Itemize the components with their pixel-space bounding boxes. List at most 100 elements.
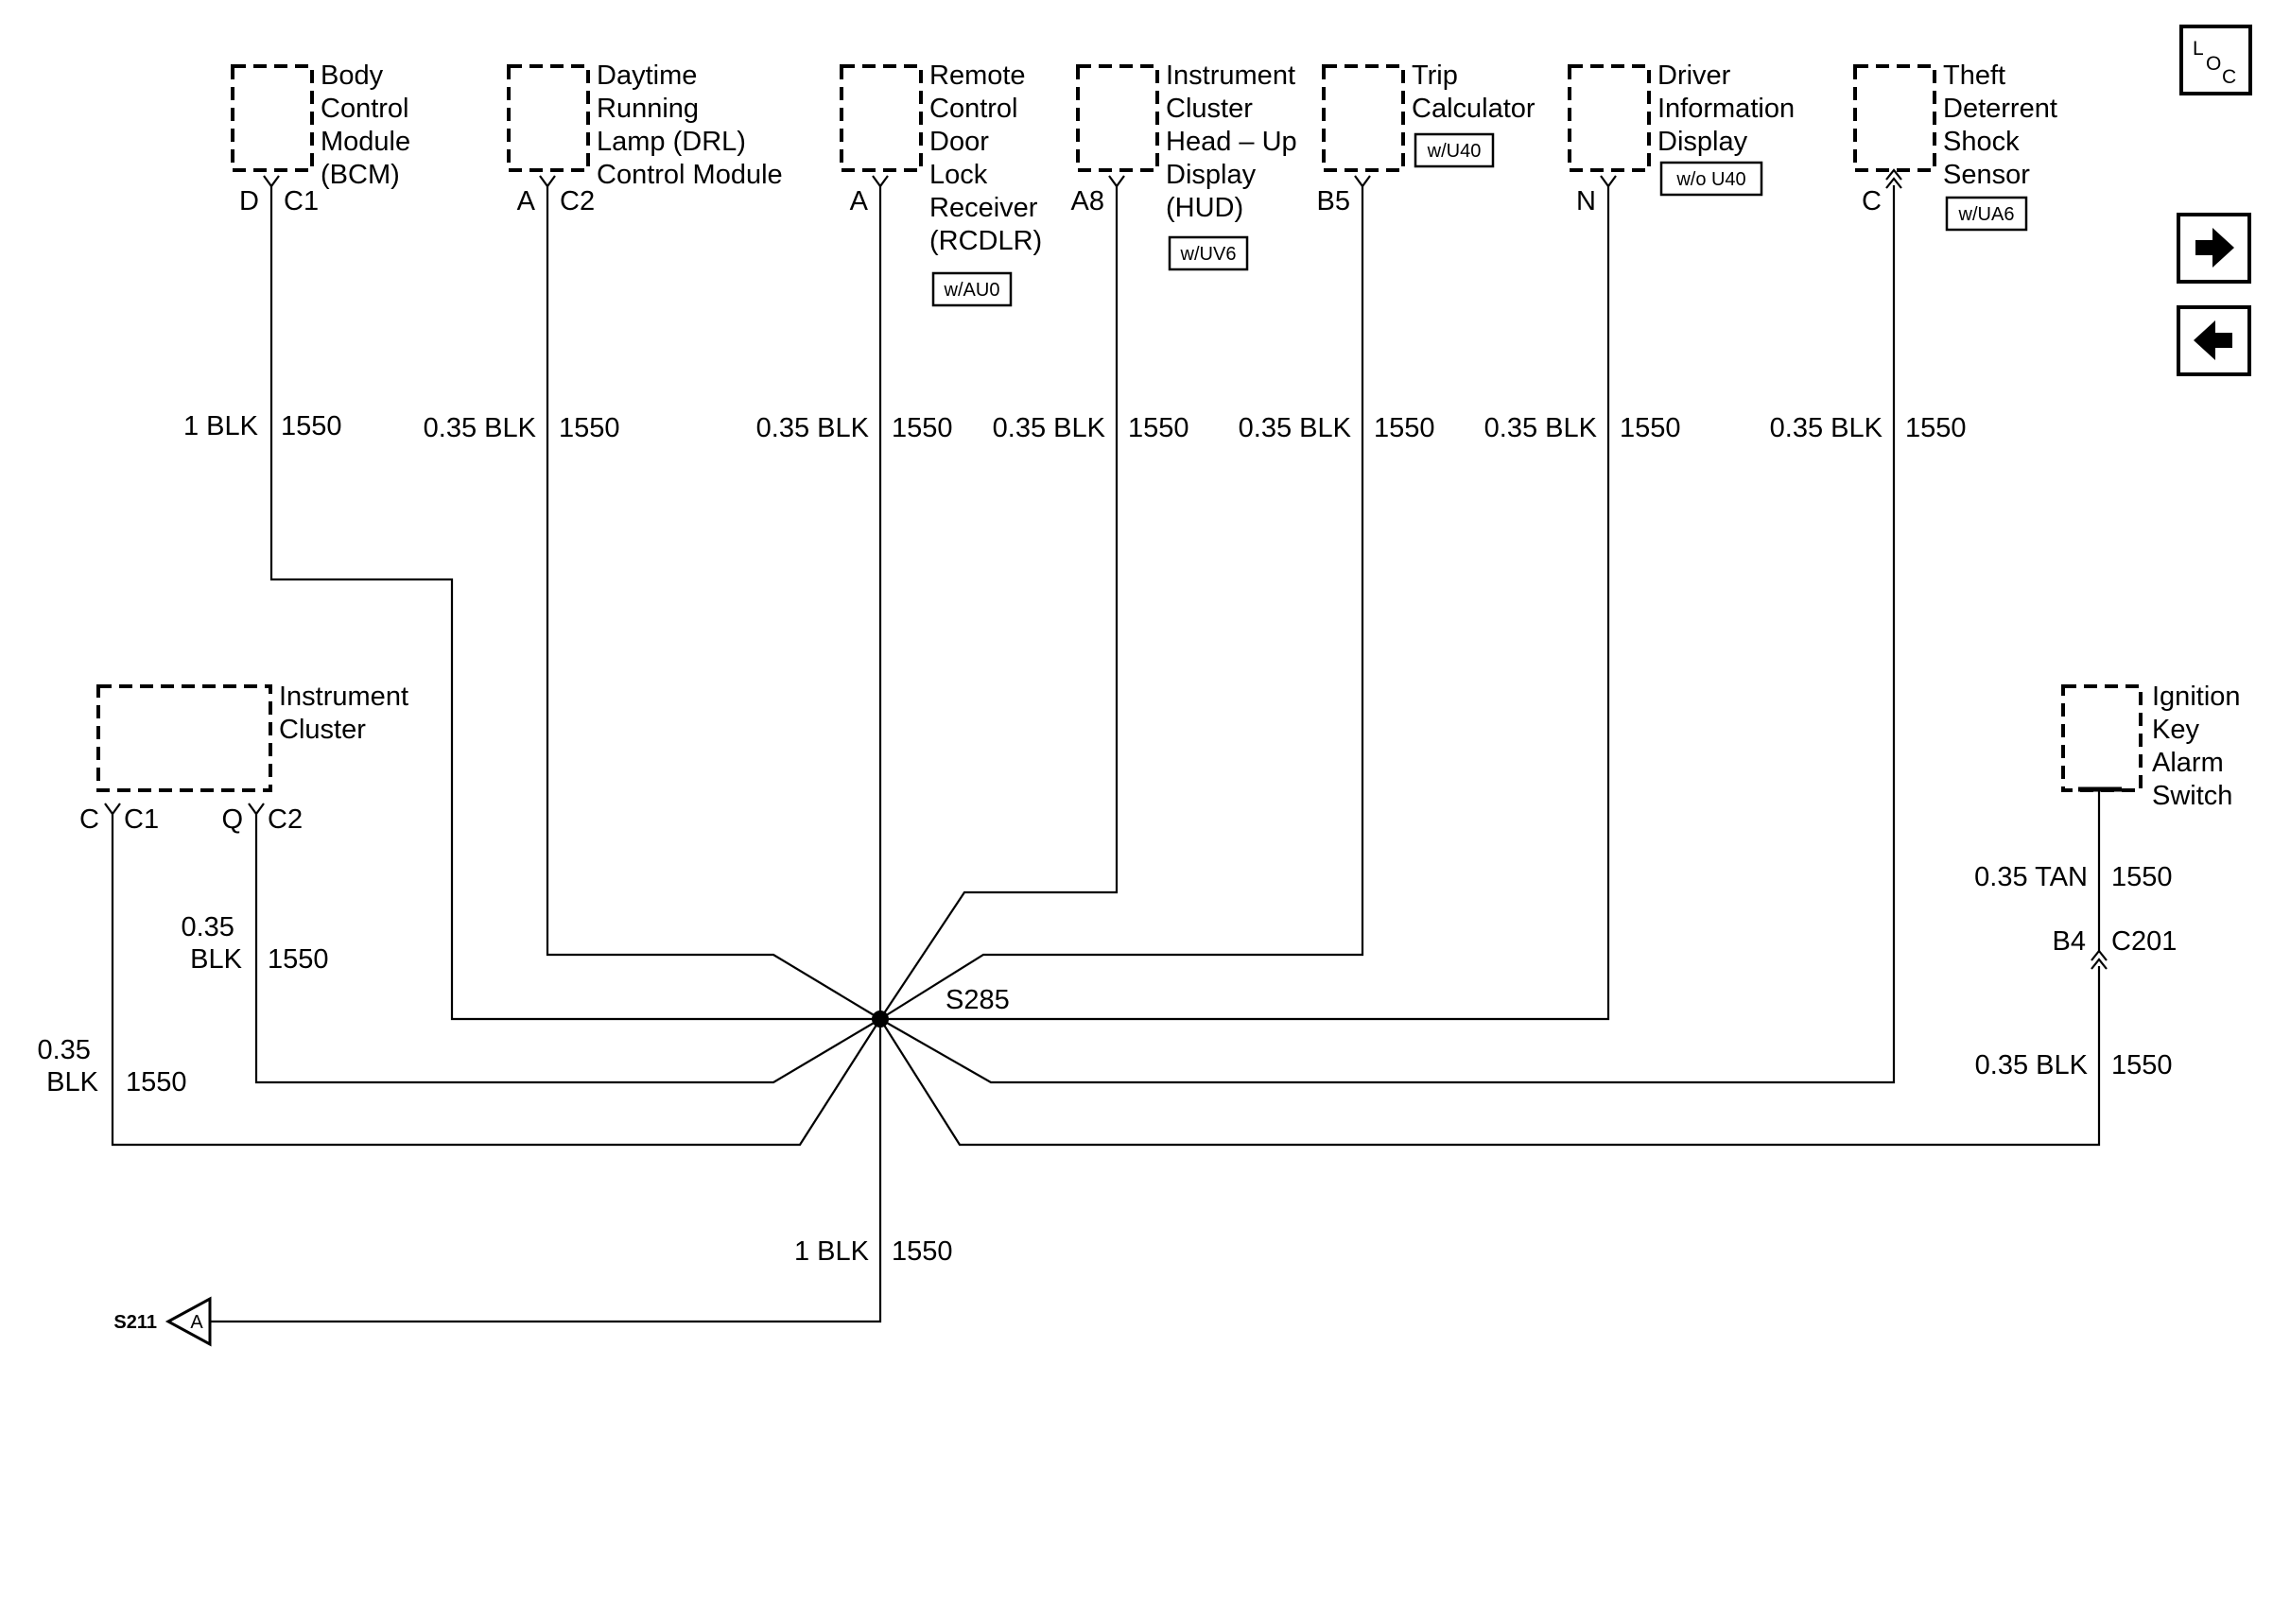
wire-theft-circuit: 1550 [1905,413,1967,443]
cluster-c2-pin: Q [221,804,243,835]
option-tags: w/AU0 w/UV6 w/U40 w/o U40 w/UA6 [931,132,2028,307]
offpage-label: S211 [113,1312,157,1333]
arrow-right-glyph [2195,228,2234,268]
rcdlr-pin-symbol [872,175,889,188]
hud-pin: A8 [1071,186,1104,216]
hud-box [1076,64,1159,172]
wire-dic-circuit: 1550 [1620,413,1681,443]
drl-connector: C2 [560,186,595,216]
wire-rcdlr-circuit: 1550 [892,413,953,443]
wire-trip [879,185,1364,1020]
cluster-c2-connector: C2 [268,804,303,835]
component-boxes [96,64,2143,792]
wire-ignition-upper-circuit: 1550 [2111,862,2173,892]
wire-dic [880,185,1610,1021]
pin-labels: D C1 A C2 A A8 B5 N C C C1 Q C2 B4 C201 [79,186,2177,957]
bcm-label: Body Control Module (BCM) [321,60,418,190]
wire-cluster-q-gauge: 0.35 BLK [181,912,242,975]
drl-pin-symbol [539,175,556,188]
drl-box [507,64,590,172]
trip-option: w/U40 [1427,141,1482,162]
wire-cluster-c-circuit: 1550 [126,1067,187,1097]
offpage-triangle[interactable] [165,1296,212,1347]
wire-cluster-q [254,813,881,1084]
wire-ground-gauge: 1 BLK [794,1236,870,1267]
cluster-c1-pin-symbol [104,803,121,816]
rcdlr-label: Remote Control Door Lock Receiver (RCDLR… [929,60,1046,256]
trip-pin: B5 [1317,186,1350,216]
dic-option-box [1659,161,1763,197]
wire-bcm [269,185,880,1021]
theft-option-box [1945,196,2028,232]
rcdlr-pin: A [850,186,869,216]
splice-s285-dot [872,1011,889,1028]
bcm-connector: C1 [284,186,319,216]
offpage-letter: A [190,1312,203,1333]
wire-ignition-upper-gauge: 0.35 TAN [1974,862,2088,892]
loc-icon-c: C [2222,66,2236,88]
c201-connector: C201 [2111,926,2177,957]
rcdlr-option-box [931,271,1013,307]
ignition-label: Ignition Key Alarm Switch [2152,682,2248,811]
theft-pin-symbol [1885,168,1902,189]
dic-pin-symbol [1600,175,1617,188]
arrow-left-icon[interactable] [2177,305,2251,376]
wire-ground-circuit: 1550 [892,1236,953,1267]
cluster-c1-connector: C1 [124,804,159,835]
wire-theft [879,185,1896,1084]
wire-hud [879,185,1119,1020]
trip-label: Trip Calculator [1412,60,1536,124]
wire-cluster-c-gauge: 0.35 BLK [37,1035,98,1097]
drl-label: Daytime Running Lamp (DRL) Control Modul… [597,60,783,190]
cluster-c1-pin: C [79,804,99,835]
trip-option-box [1414,132,1495,168]
wire-labels: 1 BLK 1550 0.35 BLK 1550 0.35 BLK 1550 0… [37,411,2172,1267]
theft-pin: C [1862,186,1882,216]
dic-label: Driver Information Display [1657,60,1802,157]
hud-option-box [1168,235,1249,271]
bcm-box [231,64,314,172]
wire-trip-circuit: 1550 [1374,413,1435,443]
hud-pin-symbol [1108,175,1125,188]
loc-icon[interactable]: L O C [2179,25,2252,95]
drl-pin: A [517,186,536,216]
wire-bcm-gauge: 1 BLK [183,411,259,441]
wire-rcdlr-gauge: 0.35 BLK [756,413,870,443]
wire-theft-gauge: 0.35 BLK [1770,413,1883,443]
splice-s285-label: S285 [946,985,1010,1015]
dic-option: w/o U40 [1675,169,1745,190]
wire-cluster-q-circuit: 1550 [268,944,329,975]
prev-page-button[interactable] [2177,305,2251,376]
bcm-pin: D [239,186,259,216]
wire-rcdlr-ground [199,185,882,1323]
arrow-right-icon[interactable] [2177,213,2251,284]
wire-ignition-lower-circuit: 1550 [2111,1050,2173,1080]
theft-box [1853,64,1936,172]
arrow-left-glyph [2194,320,2232,360]
wire-ignition-lower-gauge: 0.35 BLK [1975,1050,2089,1080]
bcm-pin-symbol [263,175,280,188]
cluster-label: Instrument Cluster [279,682,416,745]
cluster-box [96,684,272,792]
offpage-connector[interactable]: A S211 [113,1296,212,1347]
dic-pin: N [1576,186,1596,216]
rcdlr-option: w/AU0 [944,280,1000,301]
theft-label: Theft Deterrent Shock Sensor [1943,60,2065,190]
loc-icon-o: O [2206,53,2221,75]
hud-label: Instrument Cluster Head – Up Display (HU… [1166,60,1305,223]
wires [111,185,2101,1323]
wire-drl [546,185,881,1020]
trip-box [1322,64,1405,172]
c201-pin-symbol [2091,949,2108,970]
loc-icon-frame[interactable] [2179,25,2252,95]
cluster-c2-pin-symbol [248,803,265,816]
component-labels: Body Control Module (BCM) Daytime Runnin… [279,60,2248,811]
theft-option: w/UA6 [1958,204,2015,225]
wire-hud-circuit: 1550 [1128,413,1189,443]
wire-ignition-lower [879,966,2101,1147]
loc-icon-l: L [2193,38,2204,60]
pin-symbols [104,168,2122,970]
wire-hud-gauge: 0.35 BLK [993,413,1106,443]
dic-box [1568,64,1651,172]
